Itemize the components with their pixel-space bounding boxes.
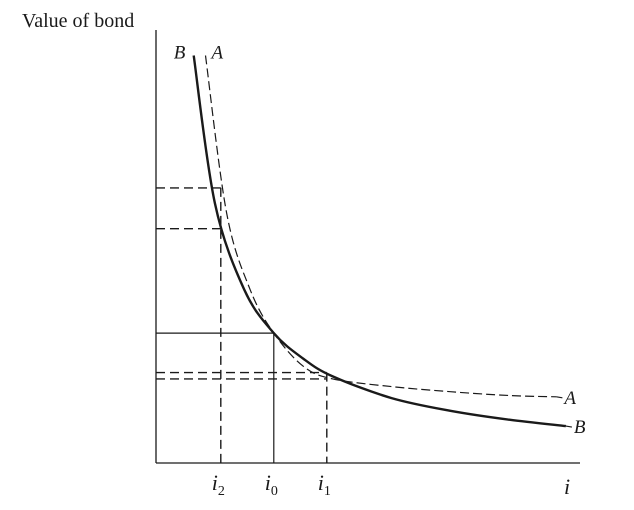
tick-subscript-0: 0 xyxy=(271,484,278,499)
curves xyxy=(192,55,567,428)
tick-subscript-1: 1 xyxy=(324,484,331,499)
tick-label-i0: i0 xyxy=(265,470,278,499)
x-tick-labels: i2 i0 i1 xyxy=(212,470,331,499)
curve-a xyxy=(204,55,557,398)
curve-a-label-top: A xyxy=(210,43,224,64)
curve-b-label-end: B xyxy=(574,417,586,438)
curve-a-label-end: A xyxy=(562,388,576,409)
tick-label-i2: i2 xyxy=(212,470,225,499)
x-axis-title: i xyxy=(564,474,570,499)
guide-lines xyxy=(156,187,328,463)
curve-b-label-leader xyxy=(565,425,572,428)
y-axis-title: Value of bond xyxy=(22,10,134,32)
curve-b-label-top: B xyxy=(174,43,186,64)
curve-b xyxy=(192,55,567,428)
tick-subscript-2: 2 xyxy=(218,484,225,499)
tick-label-i1: i1 xyxy=(318,470,331,499)
curve-a-label-leader xyxy=(556,396,563,399)
